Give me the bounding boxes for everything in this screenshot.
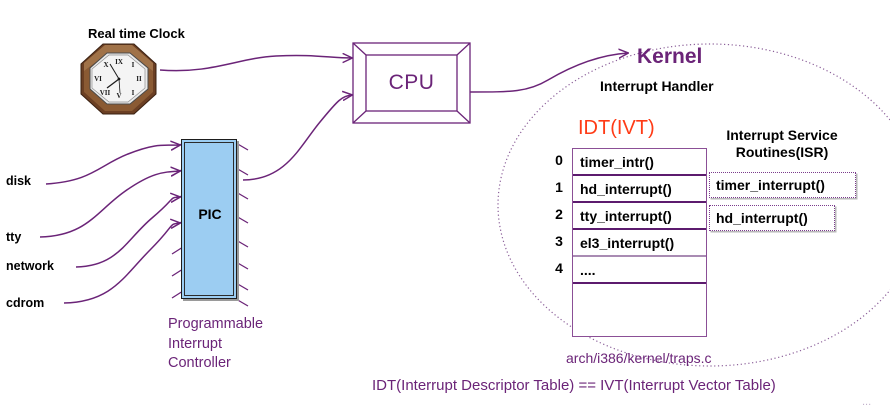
svg-text:VII: VII — [100, 89, 111, 97]
svg-text:II: II — [136, 75, 142, 83]
idt-title: IDT(IVT) — [578, 117, 655, 139]
interrupt-handler-title: Interrupt Handler — [600, 78, 714, 94]
idt-handler-4: .... — [580, 261, 596, 278]
table-row: el3_interrupt() — [573, 230, 706, 257]
arrow-tty-to-pic — [39, 171, 180, 238]
pic-label: PIC — [198, 206, 222, 222]
table-row — [573, 284, 706, 330]
traps-source-path: arch/i386/kernel/traps.c — [566, 350, 712, 366]
arrow-disk-to-pic — [45, 145, 180, 185]
table-row: .... — [573, 257, 706, 284]
idt-handler-0: timer_intr() — [580, 153, 654, 170]
svg-text:I: I — [132, 61, 135, 69]
isr-label-0: timer_interrupt() — [716, 177, 825, 193]
arrow-cdrom-to-pic — [63, 223, 180, 304]
idt-index-3: 3 — [555, 233, 563, 249]
table-row: timer_intr() — [573, 149, 706, 176]
idt-index-0: 0 — [555, 152, 563, 168]
table-row: tty_interrupt() — [573, 203, 706, 230]
svg-text:I: I — [132, 89, 135, 97]
isr-label-1: hd_interrupt() — [716, 210, 808, 226]
real-time-clock-label: Real time Clock — [88, 26, 185, 41]
source-label-cdrom: cdrom — [6, 296, 45, 310]
idt-index-1: 1 — [555, 179, 563, 195]
clock-icon: IX II V VI X I I VII — [80, 43, 157, 115]
table-row: hd_interrupt() — [573, 176, 706, 203]
isr-box-timer: timer_interrupt() — [709, 172, 856, 198]
cpu-label: CPU — [388, 71, 435, 94]
arrow-network-to-pic — [75, 197, 180, 268]
idt-index-4: 4 — [555, 260, 563, 276]
svg-text:VI: VI — [94, 75, 102, 83]
cpu-box: CPU — [353, 43, 470, 123]
svg-text:V: V — [116, 92, 121, 100]
kernel-title: Kernel — [637, 45, 703, 68]
pic-box: PIC — [181, 139, 237, 299]
source-label-disk: disk — [6, 174, 32, 188]
idt-ivt-note: IDT(Interrupt Descriptor Table) == IVT(I… — [372, 377, 776, 394]
source-label-network: network — [6, 259, 54, 273]
pic-caption: Programmable Interrupt Controller — [168, 316, 264, 372]
svg-text:IX: IX — [115, 58, 123, 66]
arrow-pic-to-cpu — [242, 95, 352, 181]
corner-mark: ... — [862, 396, 872, 408]
idt-handler-1: hd_interrupt() — [580, 180, 672, 197]
idt-handler-3: el3_interrupt() — [580, 234, 675, 251]
isr-box-hd: hd_interrupt() — [709, 205, 835, 231]
idt-handler-2: tty_interrupt() — [580, 207, 672, 224]
idt-table: timer_intr() hd_interrupt() tty_interrup… — [572, 148, 707, 337]
pic-box-inner-border — [184, 142, 234, 296]
svg-text:X: X — [103, 61, 108, 69]
source-label-tty: tty — [6, 230, 22, 244]
idt-index-2: 2 — [555, 206, 563, 222]
arrow-clock-to-cpu — [159, 55, 352, 72]
isr-title: Interrupt Service Routines(ISR) — [726, 127, 838, 160]
pic-pins-right — [235, 142, 249, 307]
